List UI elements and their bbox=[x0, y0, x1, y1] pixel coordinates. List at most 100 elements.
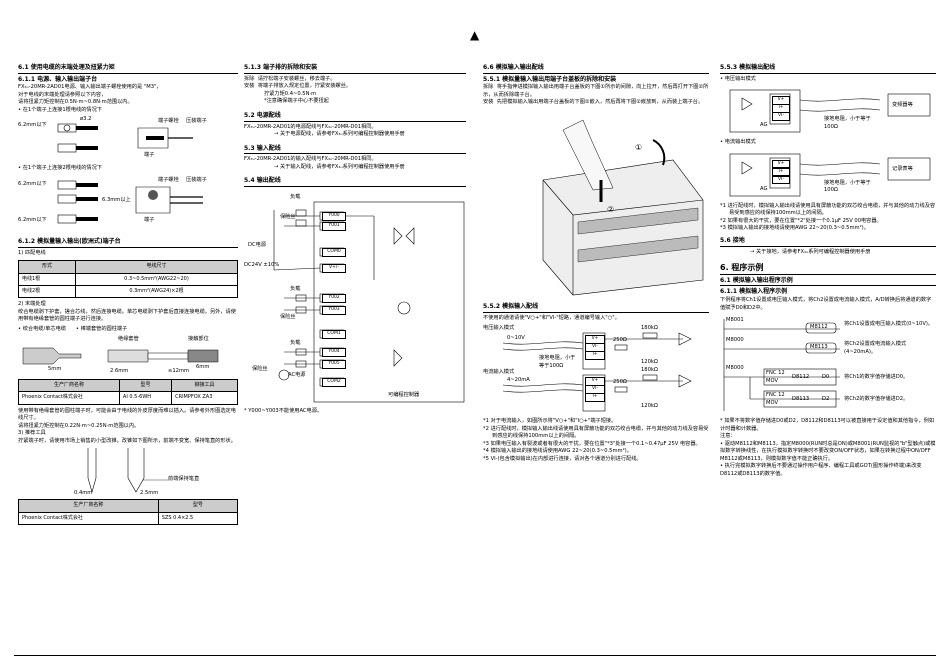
ground-label: 接地电阻，小于等于100Ω bbox=[824, 179, 871, 194]
ag-label: AG bbox=[760, 122, 768, 129]
note-item: *3 如果电压输入有裂波或者有很大的干扰，要在位置"*3"处接一个0.1~0.4… bbox=[483, 440, 701, 447]
terminal-com0: COM0 bbox=[322, 248, 346, 257]
ladder-comment: 将Ch1设置成电压输入模式(0~10V)。 bbox=[844, 321, 934, 328]
table-header: 生产厂商名称 bbox=[18, 379, 120, 393]
figure-label: 压装端子 bbox=[186, 117, 207, 124]
plc-label: 可编程控制器 bbox=[388, 392, 420, 398]
dim-label: 2.6mm bbox=[110, 368, 129, 375]
figure-label: 端子螺栓 bbox=[158, 177, 179, 184]
column-1: 6.1 使用电缆的末端处理及扭紧力矩 6.1.1 电源、输入输出端子台 FX₃ᵤ… bbox=[18, 62, 239, 528]
bullet: • 在1个端子上连接1根电线的情况下 bbox=[18, 106, 102, 113]
resistor-250: 250Ω bbox=[613, 337, 627, 344]
page-marker-triangle: ▲ bbox=[470, 28, 480, 42]
plc-drawing bbox=[542, 119, 704, 296]
note-item: *5 VI-(包含模拟输出)在内部进行连接，请对各个通道分别进行配线。 bbox=[483, 455, 642, 462]
voltage-output-svg bbox=[729, 89, 931, 133]
paragraph: 使用带有绝缘套管的圆柱端子时，可能会由于电线的外皮厚度而难以插入。请参考外形图选… bbox=[18, 407, 236, 422]
dim-label: ≤12mm bbox=[168, 368, 190, 375]
dim-label: 6.2mm以下 bbox=[18, 217, 47, 224]
dim-label: 5mm bbox=[48, 366, 62, 373]
paragraph: 绞合电缆剥下护套，搓合芯线，然后连接电缆。单芯电缆剥下护套后直接连接电缆。另外，… bbox=[18, 308, 236, 323]
dim-label: 0.4mm bbox=[74, 490, 93, 497]
paragraph: *注意确保端子中心不要扭起 bbox=[264, 98, 329, 105]
resistor-250: 250Ω bbox=[613, 379, 627, 386]
figure-label: 端子 bbox=[144, 151, 155, 158]
bullet: • 在1个端子上连接2根电线的情况下 bbox=[18, 164, 102, 171]
dim-label: 6.2mm以下 bbox=[18, 181, 47, 188]
recorder-label: 记录表等 bbox=[892, 165, 913, 172]
notes-list: *1 进行配线时，模拟输入输出线请使用具有屏蔽功能的双芯绞合电缆，并与其他的动力… bbox=[720, 203, 936, 233]
section-heading: 6.6 模拟输入输出配线 bbox=[483, 64, 709, 74]
output-wiring-svg bbox=[273, 201, 465, 403]
voltage-range: 0~10V bbox=[507, 335, 525, 342]
load-label: 负载 bbox=[290, 194, 301, 200]
analog-input-svg bbox=[502, 332, 692, 412]
output-wiring-diagram: 负载 保险丝 DC电源 DC24V ±10% 负载 保险丝 负载 AC电源 保险… bbox=[244, 190, 466, 405]
callout-2: ② bbox=[607, 204, 615, 214]
wire-end-figure: 5mm 绝缘套管 接触部位 6mm 2.6mm ≤12mm bbox=[18, 336, 238, 376]
paragraph: 对于电线的末端处理请参照以下内容， bbox=[18, 91, 107, 98]
voltage-output-wiring: 变频器等 V+ I+ VI- AG 接地电阻，小于等于100Ω bbox=[720, 86, 936, 136]
reference-link[interactable]: → 关于输入配线，请参考FX₃ᵤ系列可编程控制器使用手册 bbox=[274, 163, 405, 170]
bullet: • 执行完模拟数字转换后不要通过操作用户程序、编程工具或GOT(图形操作终端)来… bbox=[720, 463, 922, 477]
dim-label: ø3.2 bbox=[80, 115, 92, 122]
reference-link[interactable]: → 关于电源配线，请参考FX₃ᵤ系列可编程控制器使用手册 bbox=[274, 131, 405, 138]
table-header: 电线尺寸 bbox=[74, 260, 239, 274]
bullet-row: • 绞合电缆/单芯电缆 • 棒端套管的圆柱端子 bbox=[18, 325, 128, 332]
terminal-y004: Y004 bbox=[322, 348, 346, 357]
paragraph: 拧紧力矩0.4~0.5N·m bbox=[264, 90, 317, 97]
resistor-180k: 180kΩ bbox=[641, 325, 658, 332]
subsection-heading: 5.1.3 端子排的拆除和安装 bbox=[244, 64, 466, 74]
pin-vi-minus: VI- bbox=[772, 175, 790, 185]
operand-d8112: D8112 bbox=[792, 374, 810, 381]
paragraph: FX₃ᵤ-20MR-2AD01电源、输入输出端子螺栓使用的是 "M3"， bbox=[18, 84, 162, 91]
current-output-wiring: 记录表等 V+ I+ VI- AG 接地电阻，小于等于100Ω bbox=[720, 150, 936, 200]
operand-d2: D2 bbox=[822, 396, 830, 403]
note-item: *4 模拟输入输出的接地线请使用AWG 22~20(0.3~0.5mm²)。 bbox=[483, 448, 632, 455]
terminal-cover-figure: ① ② bbox=[483, 110, 709, 300]
sub-heading: 2) 末端处理 bbox=[18, 301, 46, 307]
note-item: *2 进行配线时，模拟输入输出线请使用具有屏蔽功能的双芯绞合电缆，并与其他的动力… bbox=[483, 425, 709, 440]
contact-m8000: M8000 bbox=[726, 337, 744, 344]
current-range: 4~20mA bbox=[507, 377, 530, 384]
terminal-com2: COM2 bbox=[322, 378, 346, 387]
contact-m8000: M8000 bbox=[726, 365, 744, 372]
table-header: 型号 bbox=[157, 499, 239, 513]
paragraph: 请将扭紧力矩控制在0.22N·m~0.25N·m范围以内。 bbox=[18, 422, 140, 429]
mov-instruction: FNC 12 MOV bbox=[766, 370, 785, 384]
paragraph: 不使用的通道请使"V○+"和"VI-"短路，通道编号输入"○"。 bbox=[483, 314, 620, 321]
paragraph: 拆除 请拧松端子安装螺丝，移去端子。 bbox=[244, 75, 336, 82]
terminal-v: V+/- bbox=[322, 264, 346, 273]
coil-m8113: M8113 bbox=[810, 344, 828, 351]
coil-m8112: M8112 bbox=[810, 324, 828, 331]
bullet: • 电流输出模式 bbox=[720, 139, 756, 146]
note-item: *2 如果有很大的干扰，要在位置"*2"处接一个0.1μF 25V 00电容器。 bbox=[720, 217, 882, 224]
terminal-y001: Y001 bbox=[322, 222, 346, 231]
terminal-y005: Y005 bbox=[322, 360, 346, 369]
mov-instruction: FNC 12 MOV bbox=[766, 392, 785, 406]
notes-list: *1 对于电流输入，如图所示将"V○+"和"I○+"端子短接。 *2 进行配线时… bbox=[483, 418, 709, 463]
ground-note: 接地电阻，小于等于100Ω bbox=[539, 355, 576, 369]
section-heading: 5.2 电源配线 bbox=[244, 112, 466, 122]
dim-label: 6.3mm以上 bbox=[102, 197, 131, 204]
paragraph: FX₃ᵤ-20MR-2AD01的输入配线与FX₃ᵤ-20MR-D01相同。 bbox=[244, 156, 377, 163]
table-header: 铆接工具 bbox=[171, 379, 238, 393]
figure-label: 绝缘套管 bbox=[118, 336, 139, 343]
reference-link[interactable]: → 关于接地，请参考FX₃ᵤ系列可编程控制器使用手册 bbox=[750, 248, 871, 255]
terminal-com1: COM1 bbox=[322, 330, 346, 339]
terminal-y002: Y002 bbox=[322, 294, 346, 303]
bullet: • 电压输出模式 bbox=[720, 75, 756, 82]
note: * 如果不将数字值存储进D0或D2，D8112和D8113可以被直接用于设定值和… bbox=[720, 418, 935, 432]
paragraph: 请将扭紧力矩控制在0.5N·m~0.8N·m范围以内。 bbox=[18, 99, 133, 106]
terminal-double-wire-drawing bbox=[57, 180, 203, 224]
pin-vi-minus: VI- bbox=[772, 112, 790, 121]
inverter-label: 变频器等 bbox=[892, 102, 913, 109]
column-2: 5.1.3 端子排的拆除和安装 拆除 请拧松端子安装螺丝，移去端子。 安装 将端… bbox=[244, 62, 466, 416]
subsection-heading: 6.1.1 电源、输入输出端子台 bbox=[18, 75, 98, 83]
dim-label: 6mm bbox=[196, 364, 210, 371]
resistor-120k: 120kΩ bbox=[641, 359, 658, 366]
